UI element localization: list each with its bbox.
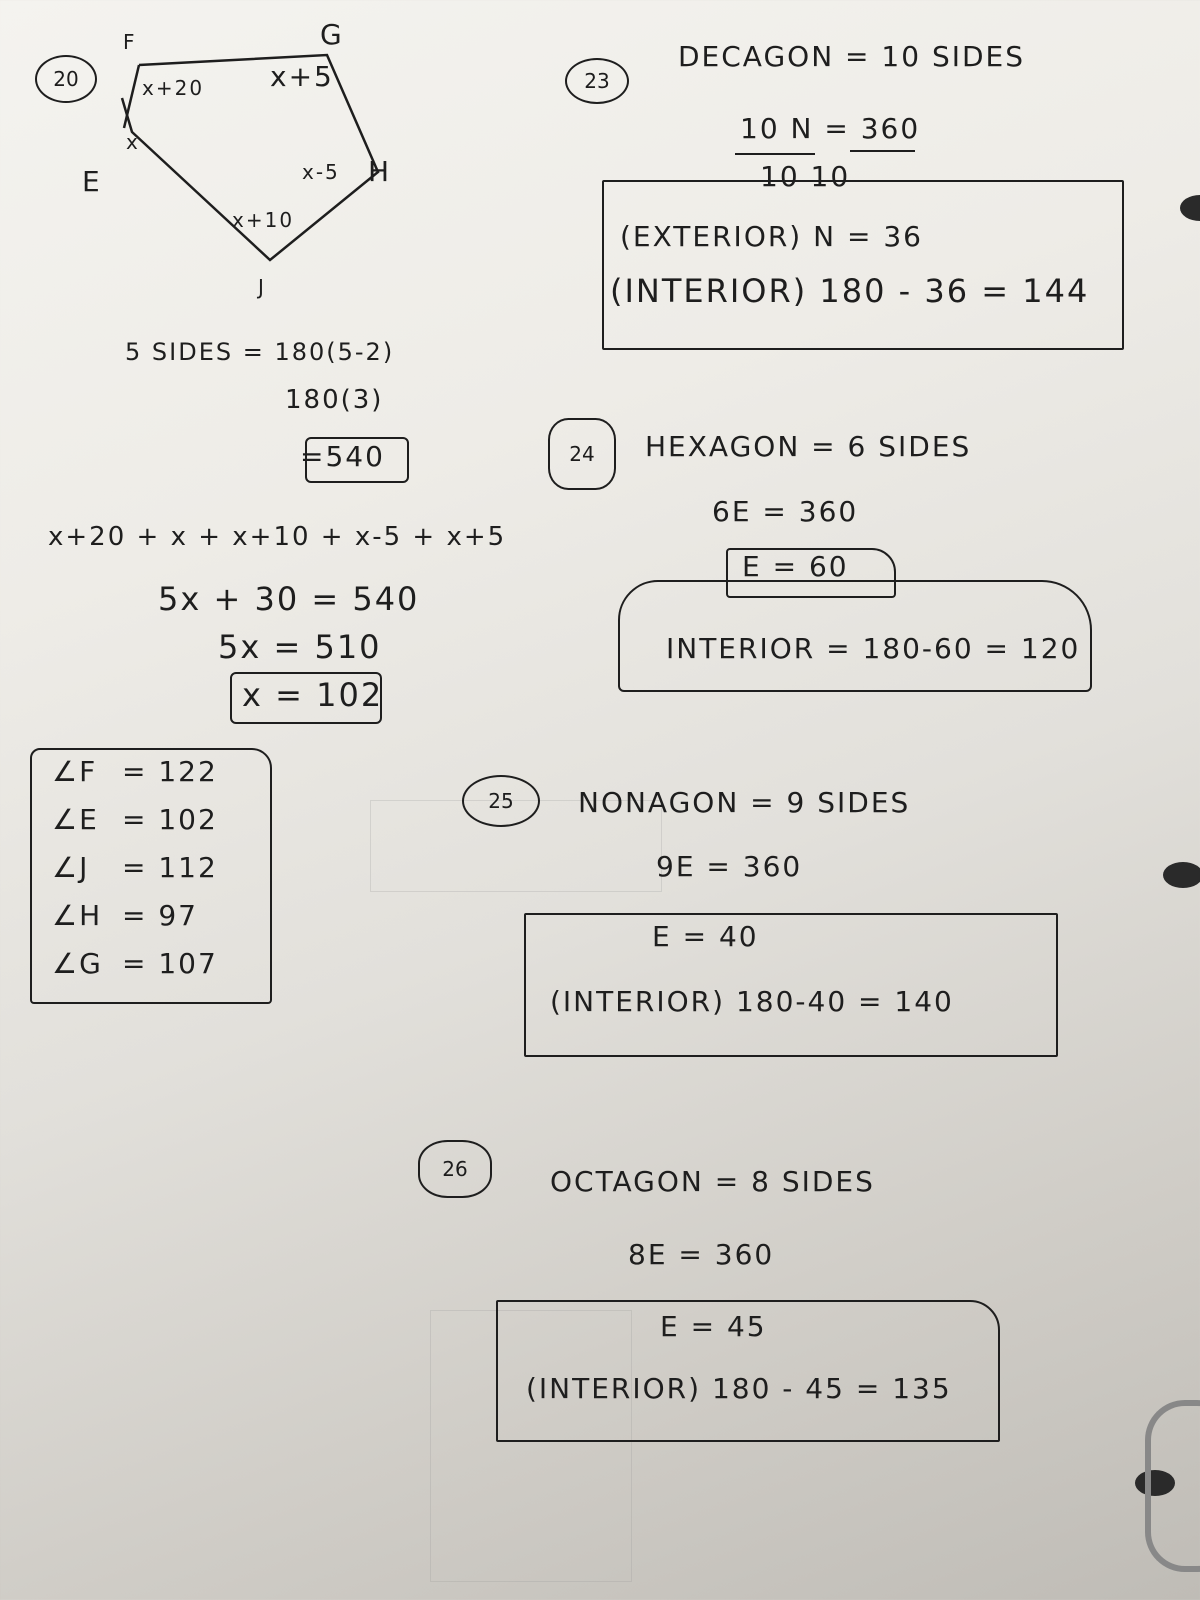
pentagon-diagram <box>120 53 380 262</box>
problem-26-answer-box <box>496 1300 1000 1442</box>
vertex-label-g: G <box>320 18 344 51</box>
problem-24-answer-box <box>618 580 1092 692</box>
problem-number: 26 <box>442 1157 468 1181</box>
problem-23-exterior: (EXTERIOR) N = 36 <box>620 220 923 253</box>
problem-24-equation: 6E = 360 <box>712 495 859 528</box>
problem-23-number: 23 <box>565 58 629 104</box>
vertex-label-j: J <box>258 275 266 299</box>
problem-25-equation: 9E = 360 <box>656 850 803 883</box>
angle-sum-step: 180(3) <box>285 385 384 415</box>
problem-24-interior: INTERIOR = 180-60 = 120 <box>666 632 1081 665</box>
result-row: ∠J= 112 <box>52 851 218 884</box>
angle-sum-expression: x+20 + x + x+10 + x-5 + x+5 <box>48 522 507 552</box>
binder-hole <box>1180 195 1200 221</box>
binder-hole <box>1163 862 1200 888</box>
problem-number: 20 <box>53 67 79 91</box>
problem-25-exterior: E = 40 <box>652 920 759 953</box>
problem-26-heading: OCTAGON = 8 SIDES <box>550 1165 875 1198</box>
problem-23-answer-box <box>602 180 1124 350</box>
equation-step-1: 5x + 30 = 540 <box>158 580 420 618</box>
angle-results-list: ∠F= 122 ∠E= 102 ∠J= 112 ∠H= 97 ∠G= 107 <box>52 755 218 995</box>
result-row: ∠F= 122 <box>52 755 218 788</box>
angle-sum-result-box <box>305 437 409 483</box>
problem-25-number: 25 <box>462 775 540 827</box>
fraction-bar <box>735 153 815 155</box>
angle-results-box <box>30 748 272 1004</box>
problem-26-exterior: E = 45 <box>660 1310 767 1343</box>
binder-hole <box>1135 1470 1175 1496</box>
problem-25-heading: NONAGON = 9 SIDES <box>578 786 911 819</box>
angle-sum-result: =540 <box>300 440 385 473</box>
problem-24-heading: HEXAGON = 6 SIDES <box>645 430 972 463</box>
problem-26-interior: (INTERIOR) 180 - 45 = 135 <box>526 1372 952 1405</box>
problem-25-interior: (INTERIOR) 180-40 = 140 <box>550 985 954 1018</box>
bleed-through-mark <box>430 1310 632 1582</box>
problem-24-exterior-box <box>726 548 896 598</box>
x-solution-box <box>230 672 382 724</box>
fraction-bar <box>850 150 915 152</box>
problem-number: 24 <box>569 442 595 466</box>
result-row: ∠G= 107 <box>52 947 218 980</box>
equation-step-2: 5x = 510 <box>218 628 382 666</box>
angle-label-e: x <box>126 130 140 154</box>
problem-number: 23 <box>584 69 610 93</box>
problem-24-exterior: E = 60 <box>742 550 849 583</box>
result-row: ∠H= 97 <box>52 899 198 932</box>
problem-23-equation-numerator: 10 N = 360 <box>740 112 921 145</box>
angle-sum-formula: 5 SIDES = 180(5-2) <box>125 338 395 366</box>
problem-25-answer-box <box>524 913 1058 1057</box>
angle-label-f: x+20 <box>142 76 205 100</box>
angle-label-j: x+10 <box>232 208 295 232</box>
vertex-label-h: H <box>368 155 392 188</box>
angle-label-h: x-5 <box>302 160 340 184</box>
binder-ring <box>1145 1400 1200 1572</box>
problem-number: 25 <box>488 789 514 813</box>
problem-24-number: 24 <box>548 418 616 490</box>
problem-23-heading: DECAGON = 10 SIDES <box>678 40 1025 73</box>
result-row: ∠E= 102 <box>52 803 218 836</box>
problem-23-equation-denominator: 10 10 <box>760 160 851 193</box>
problem-23-interior: (INTERIOR) 180 - 36 = 144 <box>610 272 1090 310</box>
vertex-label-e: E <box>82 165 102 198</box>
x-solution: x = 102 <box>242 676 384 714</box>
problem-26-number: 26 <box>418 1140 492 1198</box>
problem-20-number: 20 <box>35 55 97 103</box>
angle-label-g: x+5 <box>270 60 334 93</box>
vertex-label-f: F <box>123 30 137 54</box>
problem-26-equation: 8E = 360 <box>628 1238 775 1271</box>
